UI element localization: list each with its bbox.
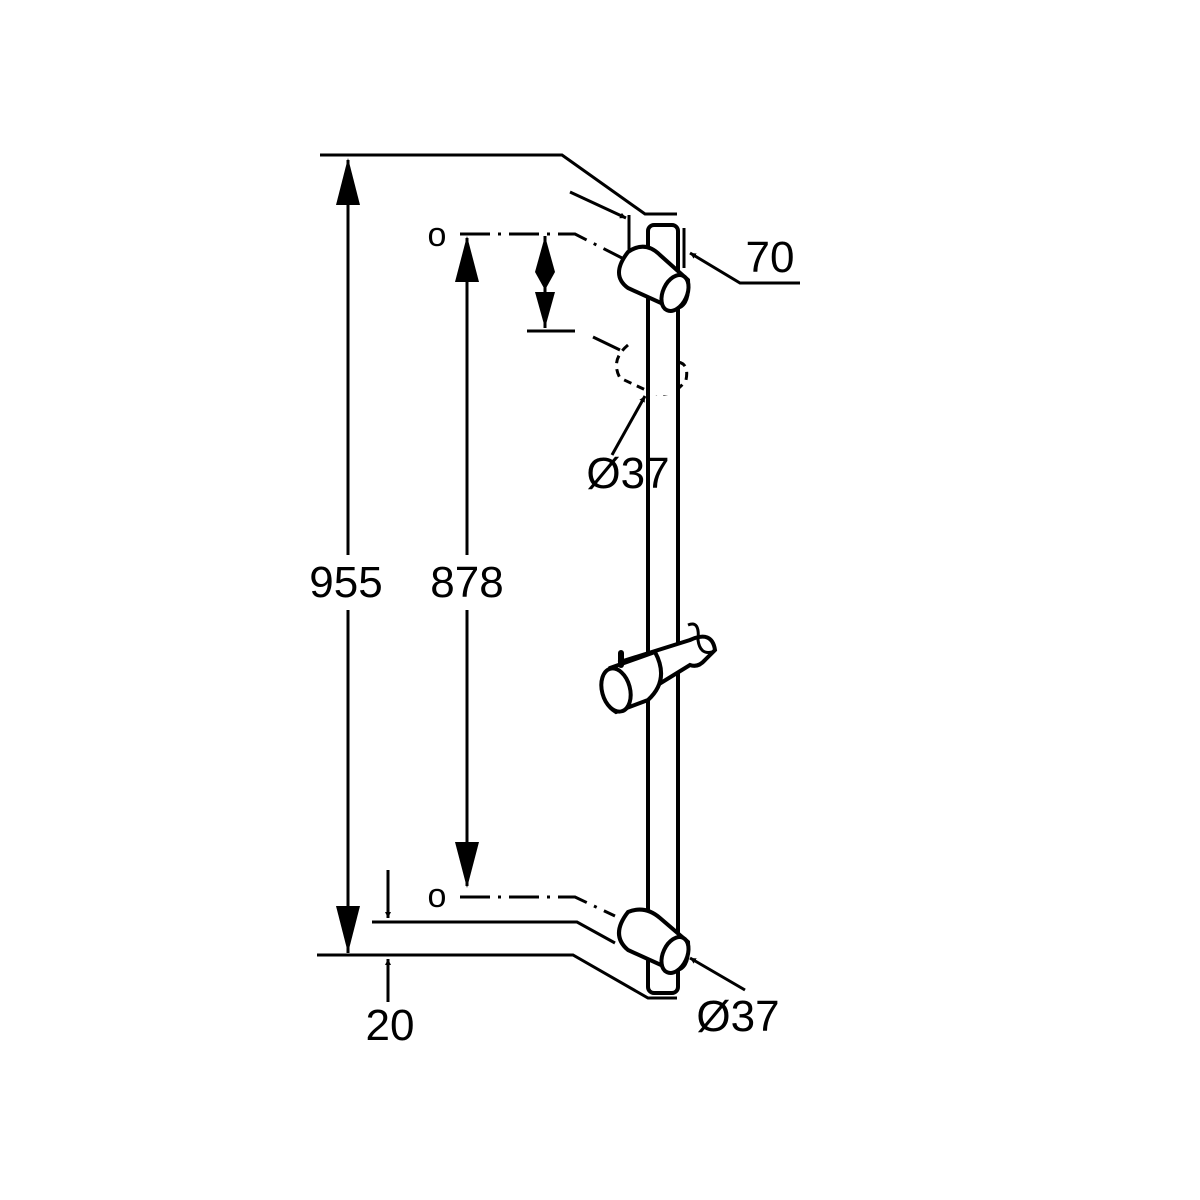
dimension-20: 20 xyxy=(366,870,415,1050)
diameter-label-bottom: Ø37 xyxy=(696,992,779,1041)
adjustment-dimension xyxy=(527,236,575,333)
dimension-diameter-top: Ø37 xyxy=(586,395,670,498)
bottom-origin-marker: o xyxy=(428,877,447,915)
dimension-878: 878 xyxy=(430,236,504,888)
dimension-955: 955 xyxy=(309,158,383,953)
top-wall-bracket xyxy=(617,244,691,313)
bottom-centre-line xyxy=(460,895,616,918)
dimension-label-878: 878 xyxy=(430,558,503,607)
arrow-down-icon xyxy=(455,842,479,888)
bottom-wall-bracket xyxy=(617,907,691,975)
top-centre-line xyxy=(460,232,623,260)
top-reference-line xyxy=(320,153,677,216)
dimension-label-70: 70 xyxy=(746,233,795,282)
dimension-label-20: 20 xyxy=(366,1001,415,1050)
arrow-down-icon xyxy=(336,906,360,953)
alternate-bracket-position xyxy=(592,335,689,400)
shower-rail xyxy=(646,223,680,995)
dimension-70: 70 xyxy=(689,233,800,285)
dimension-label-955: 955 xyxy=(309,558,382,607)
arrow-up-icon xyxy=(336,158,360,205)
wall-offset-arrow xyxy=(569,190,686,268)
top-origin-marker: o xyxy=(428,216,447,254)
diameter-label-top: Ø37 xyxy=(586,449,669,498)
arrow-up-icon xyxy=(455,236,479,282)
bottom-reference-lines xyxy=(317,920,677,1000)
shower-head-holder xyxy=(599,622,718,715)
dimension-diameter-bottom: Ø37 xyxy=(689,956,780,1041)
